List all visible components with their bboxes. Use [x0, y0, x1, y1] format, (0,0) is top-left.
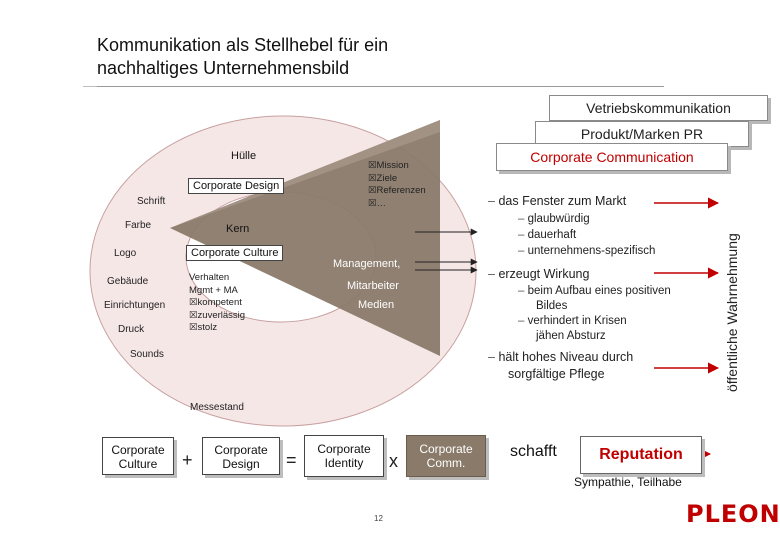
mission-item: ☒… — [368, 197, 387, 209]
culture-item: ☒zuverlässig — [189, 309, 246, 321]
header-vertrieb-label: Vetriebskommunikation — [586, 100, 731, 116]
sub-item: jähen Absturz — [536, 330, 606, 342]
bullet-niveau: – hält hohes Niveau durch sorgfältige Pf… — [488, 350, 634, 381]
vertical-label-wahrnehmung: öffentliche Wahrnehmung — [724, 233, 740, 392]
sub-item: – verhindert in Krisen — [518, 315, 627, 327]
corporate-culture-label: Corporate Culture — [186, 245, 284, 261]
checkbox-icon: ☒ — [368, 160, 377, 171]
culture-item: Verhalten — [189, 272, 230, 283]
checkbox-icon: ☒ — [189, 322, 198, 333]
huelle-label: Hülle — [231, 150, 257, 162]
wedge-highlight — [170, 120, 440, 228]
eq-schafft: schafft — [510, 443, 557, 460]
wedge-label-mitarbeiter: Mitarbeiter — [347, 280, 399, 292]
left-item-einrichtungen: Einrichtungen — [104, 300, 166, 311]
sub-item: Bildes — [536, 300, 568, 312]
title-rule-left — [83, 86, 97, 87]
eq-plus: + — [182, 450, 193, 470]
eq-box-corporate-culture: Corporate Culture — [102, 437, 174, 475]
bullet-fenster-text: das Fenster zum Markt — [498, 194, 627, 208]
page-title: Kommunikation als Stellhebel für ein nac… — [97, 34, 517, 80]
bullet-wirkung-text: erzeugt Wirkung — [498, 267, 590, 281]
left-item-gebaeude: Gebäude — [107, 276, 149, 287]
bullet-niveau-text-2: sorgfältige Pflege — [508, 367, 605, 381]
mission-item: ☒Ziele — [368, 172, 398, 184]
corporate-design-label: Corporate Design — [188, 178, 285, 194]
mission-list: ☒Mission ☒Ziele ☒Referenzen ☒… — [368, 160, 426, 210]
eq-times: x — [389, 451, 398, 471]
fenster-sublist: – glaubwürdig – dauerhaft – unternehmens… — [518, 211, 655, 259]
left-item-farbe: Farbe — [125, 220, 152, 231]
bullet-wirkung: – erzeugt Wirkung — [488, 267, 590, 281]
mission-item: ☒Mission — [368, 160, 409, 171]
sub-item: – beim Aufbau eines positiven — [518, 285, 671, 297]
left-item-logo: Logo — [114, 248, 137, 259]
left-item-schrift: Schrift — [137, 196, 166, 207]
eq-box-corporate-comm: Corporate Comm. — [406, 435, 486, 477]
header-cc-label: Corporate Communication — [530, 149, 694, 165]
title-line-2: nachhaltiges Unternehmensbild — [97, 58, 350, 78]
sympathie-label: Sympathie, Teilhabe — [574, 475, 682, 489]
eq-equals: = — [286, 450, 297, 470]
pleon-logo: PLEON — [686, 500, 780, 528]
header-corporate-communication: Corporate Communication — [496, 143, 728, 171]
left-item-druck: Druck — [118, 324, 145, 335]
checkbox-icon: ☒ — [368, 197, 377, 209]
wedge-label-medien: Medien — [358, 299, 395, 311]
title-rule — [97, 86, 664, 87]
checkbox-icon: ☒ — [189, 297, 198, 308]
communication-wedge — [170, 120, 440, 356]
left-item-sounds: Sounds — [130, 349, 164, 360]
reputation-box: Reputation — [580, 436, 702, 474]
title-line-1: Kommunikation als Stellhebel für ein — [97, 35, 389, 55]
bullet-fenster: – das Fenster zum Markt — [488, 194, 627, 208]
culture-item: Mgmt + MA — [189, 284, 238, 296]
sub-item: – dauerhaft — [518, 229, 577, 241]
checkbox-icon: ☒ — [368, 185, 377, 196]
header-produkt-label: Produkt/Marken PR — [580, 126, 704, 142]
page-number: 12 — [374, 514, 383, 523]
sub-item: – glaubwürdig — [518, 213, 590, 225]
eq-box-corporate-identity: Corporate Identity — [304, 435, 384, 477]
sub-item: – unternehmens-spezifisch — [518, 245, 656, 257]
kern-label: Kern — [226, 223, 250, 235]
mission-item: ☒Referenzen — [368, 185, 426, 196]
eq-box-corporate-design: Corporate Design — [202, 437, 280, 475]
culture-item: ☒kompetent — [189, 297, 242, 308]
checkbox-icon: ☒ — [189, 309, 198, 321]
messestand-label: Messestand — [190, 402, 244, 413]
culture-list: Verhalten Mgmt + MA ☒kompetent ☒zuverläs… — [189, 272, 245, 335]
checkbox-icon: ☒ — [368, 172, 377, 184]
wedge-label-management: Management, — [333, 258, 401, 270]
culture-item: ☒stolz — [189, 322, 218, 333]
header-vertriebskommunikation: Vetriebskommunikation — [549, 95, 768, 121]
reputation-label: Reputation — [599, 446, 683, 463]
bullet-niveau-text-1: hält hohes Niveau durch — [498, 350, 634, 364]
wirkung-sublist: – beim Aufbau eines positiven Bildes – v… — [518, 284, 671, 344]
